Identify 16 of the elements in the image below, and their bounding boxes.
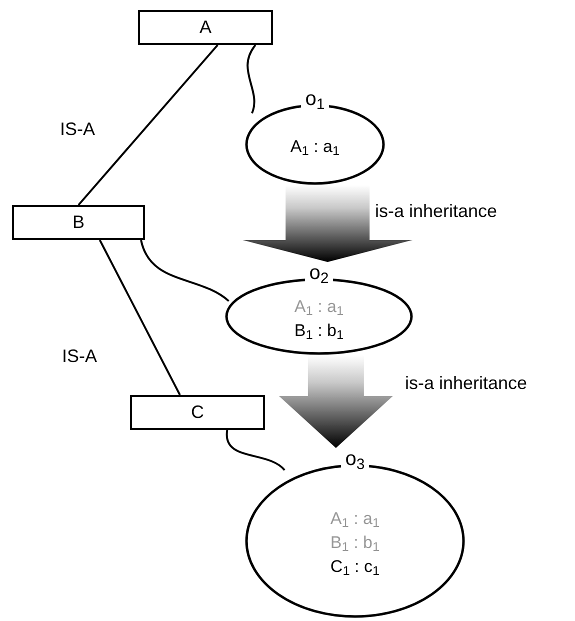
attribute-value: B$_{1}$ : b$_{1}$: [294, 320, 344, 342]
is-a-line: [78, 44, 218, 206]
instance-link: [140, 240, 230, 302]
class-box: B: [12, 205, 145, 240]
attribute-value: A$_{1}$ : a$_{1}$: [294, 296, 344, 318]
attribute-value: A$_{1}$ : a$_{1}$: [290, 136, 340, 158]
inheritance-arrow: [242, 185, 413, 262]
inheritance-arrow: [278, 355, 393, 448]
instance-link: [246, 44, 256, 114]
attribute-value: A$_{1}$ : a$_{1}$: [330, 508, 380, 530]
class-box: C: [130, 395, 265, 430]
class-box: A: [138, 10, 273, 45]
attribute-value: C$_{1}$ : c$_{1}$: [330, 556, 380, 578]
is-a-line: [98, 240, 181, 396]
attribute-value: B$_{1}$ : b$_{1}$: [330, 532, 380, 554]
instance-link: [226, 430, 286, 471]
